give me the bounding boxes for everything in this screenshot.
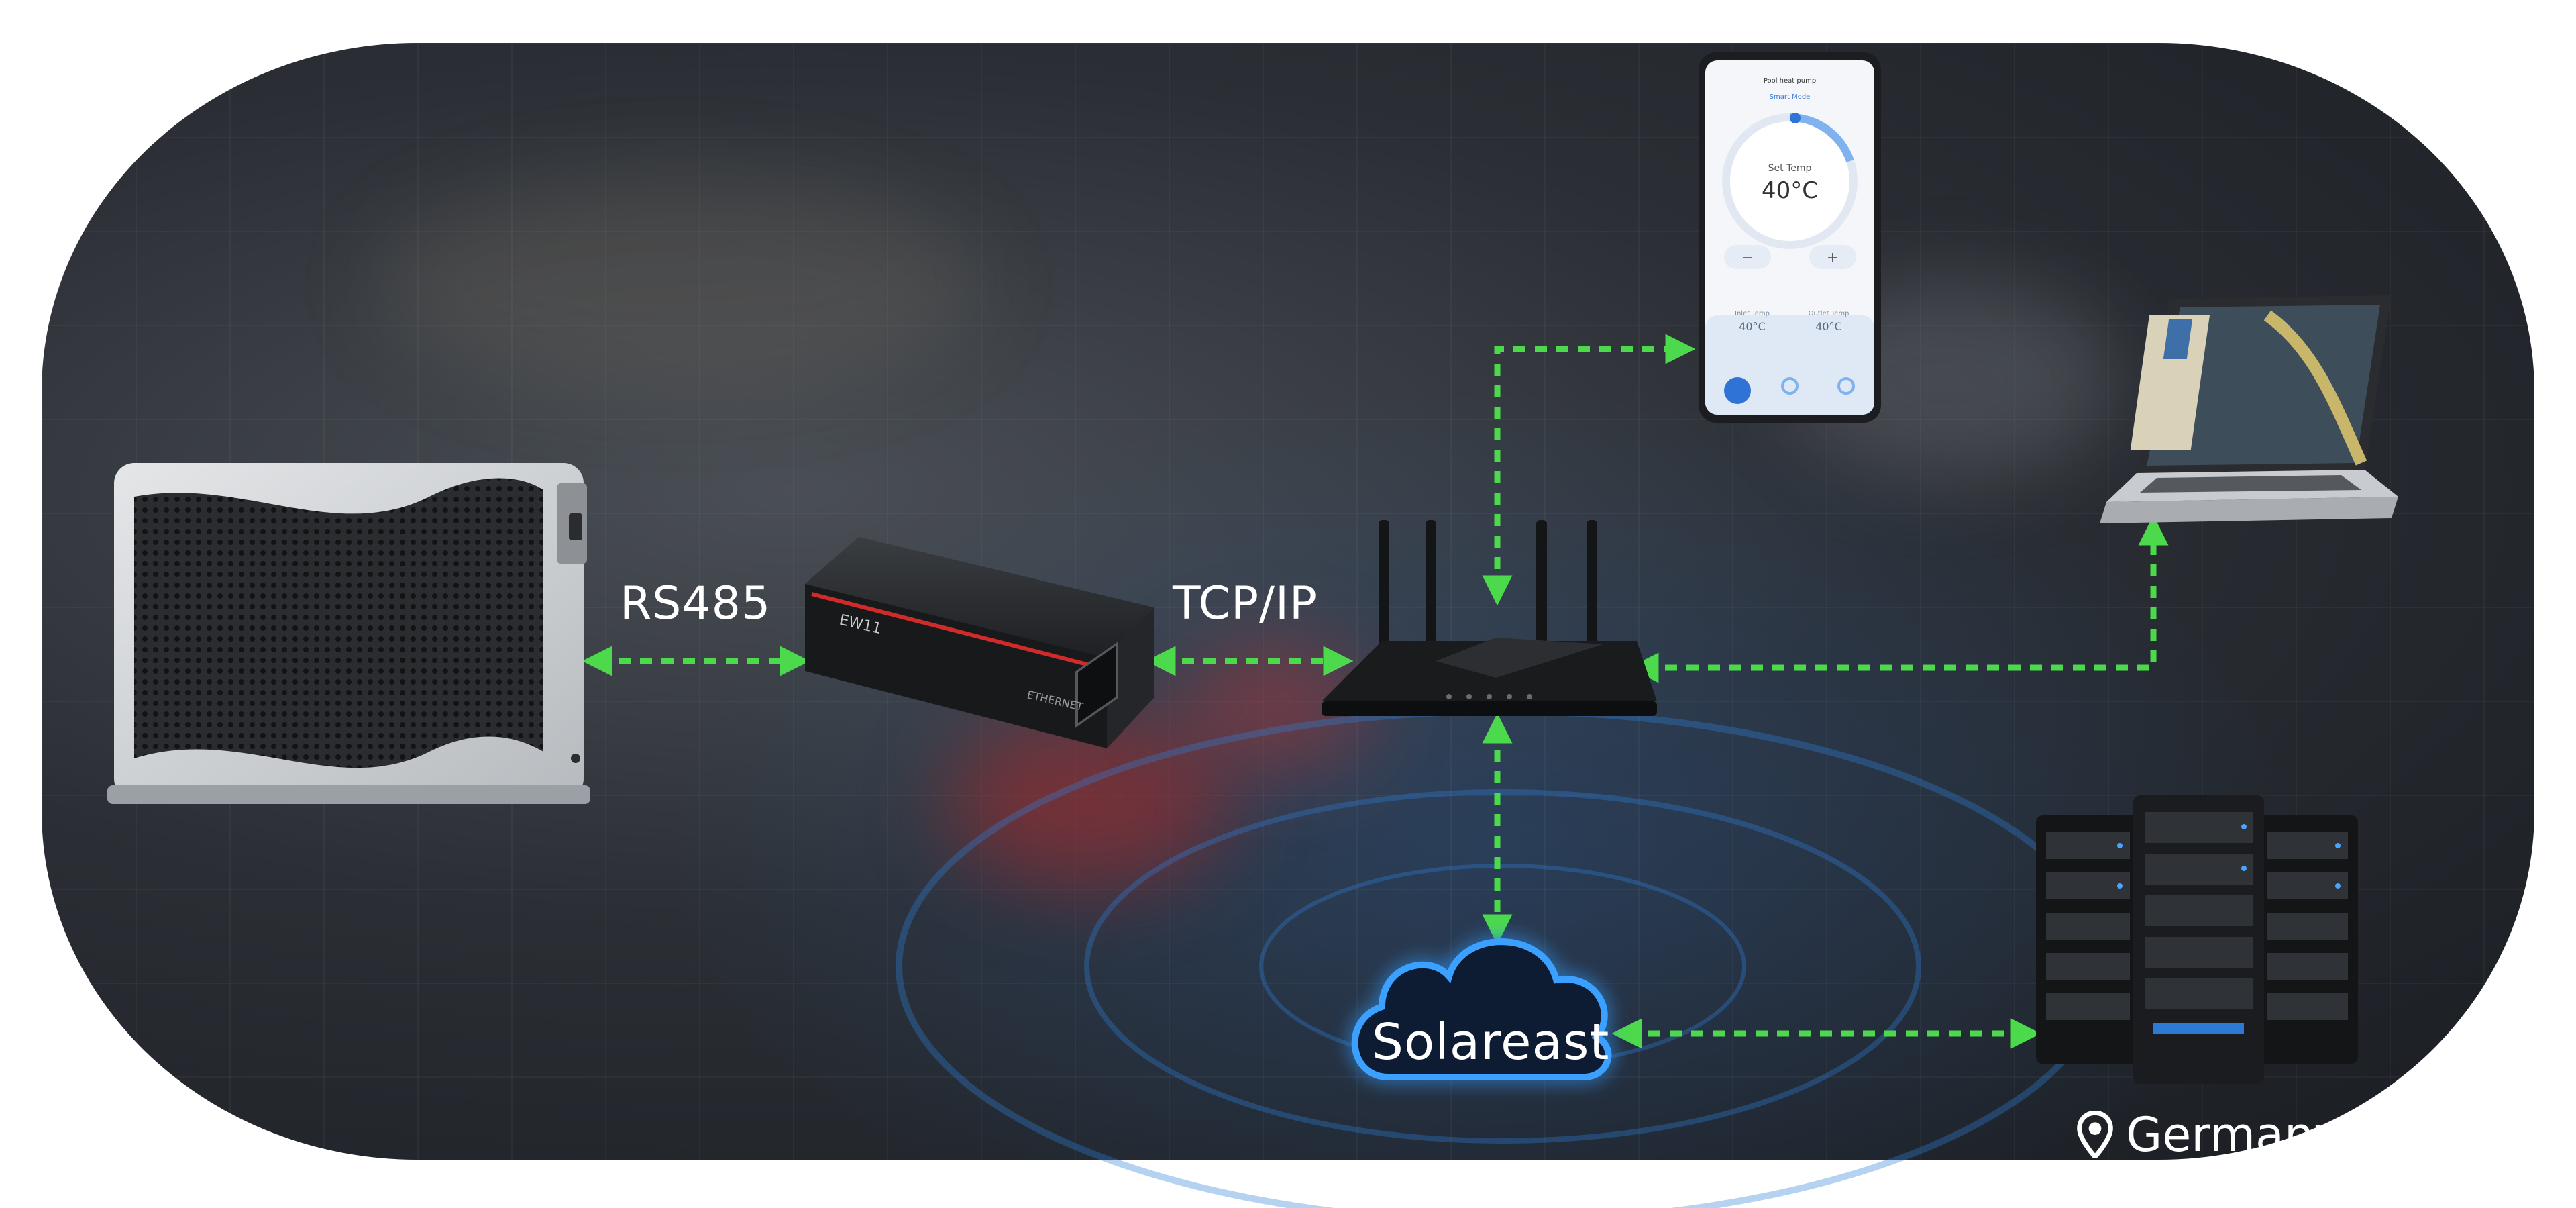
phone-subtitle: Smart Mode — [1770, 93, 1811, 101]
set-temp-value: 40°C — [1762, 177, 1818, 204]
inlet-temp-label: Inlet Temp — [1735, 310, 1770, 317]
wifi-router — [1322, 520, 1657, 716]
power-icon[interactable] — [1724, 377, 1751, 404]
outlet-temp-value: 40°C — [1815, 320, 1842, 333]
connection-links — [582, 334, 2169, 1049]
phone-title: Pool heat pump — [1764, 77, 1816, 85]
heat-pump-unit — [107, 463, 590, 804]
inlet-temp-value: 40°C — [1739, 320, 1766, 333]
mode-icon[interactable] — [1781, 377, 1799, 395]
background-blur-warm — [377, 177, 981, 392]
cloud-icon — [1351, 938, 1612, 1080]
outlet-temp-label: Outlet Temp — [1809, 310, 1849, 317]
decrease-temp-button[interactable] — [1724, 245, 1771, 269]
increase-temp-button[interactable] — [1809, 245, 1856, 269]
map-pin-icon — [2077, 1111, 2113, 1158]
set-temp-label: Set Temp — [1768, 163, 1812, 174]
laptop — [2100, 295, 2398, 523]
link-router-phone — [1482, 334, 1696, 606]
settings-icon[interactable] — [1837, 377, 1855, 395]
cloud-label: Solareast — [1372, 1013, 1610, 1071]
smartphone: Pool heat pump Smart Mode Set Temp 40°C … — [1699, 52, 1881, 423]
rs485-ethernet-converter: EW11 ETHERNET — [805, 537, 1154, 748]
rs485-label: RS485 — [620, 577, 771, 630]
location-label: Germany — [2126, 1107, 2342, 1162]
server-rack — [2036, 795, 2358, 1084]
ethernet-port-icon — [1075, 641, 1118, 728]
decrease-temp-label: − — [1741, 250, 1754, 266]
increase-temp-label: + — [1827, 250, 1839, 266]
tcpip-label: TCP/IP — [1173, 577, 1318, 630]
link-router-laptop — [1628, 515, 2169, 683]
location-tag: Germany — [2076, 1107, 2342, 1162]
